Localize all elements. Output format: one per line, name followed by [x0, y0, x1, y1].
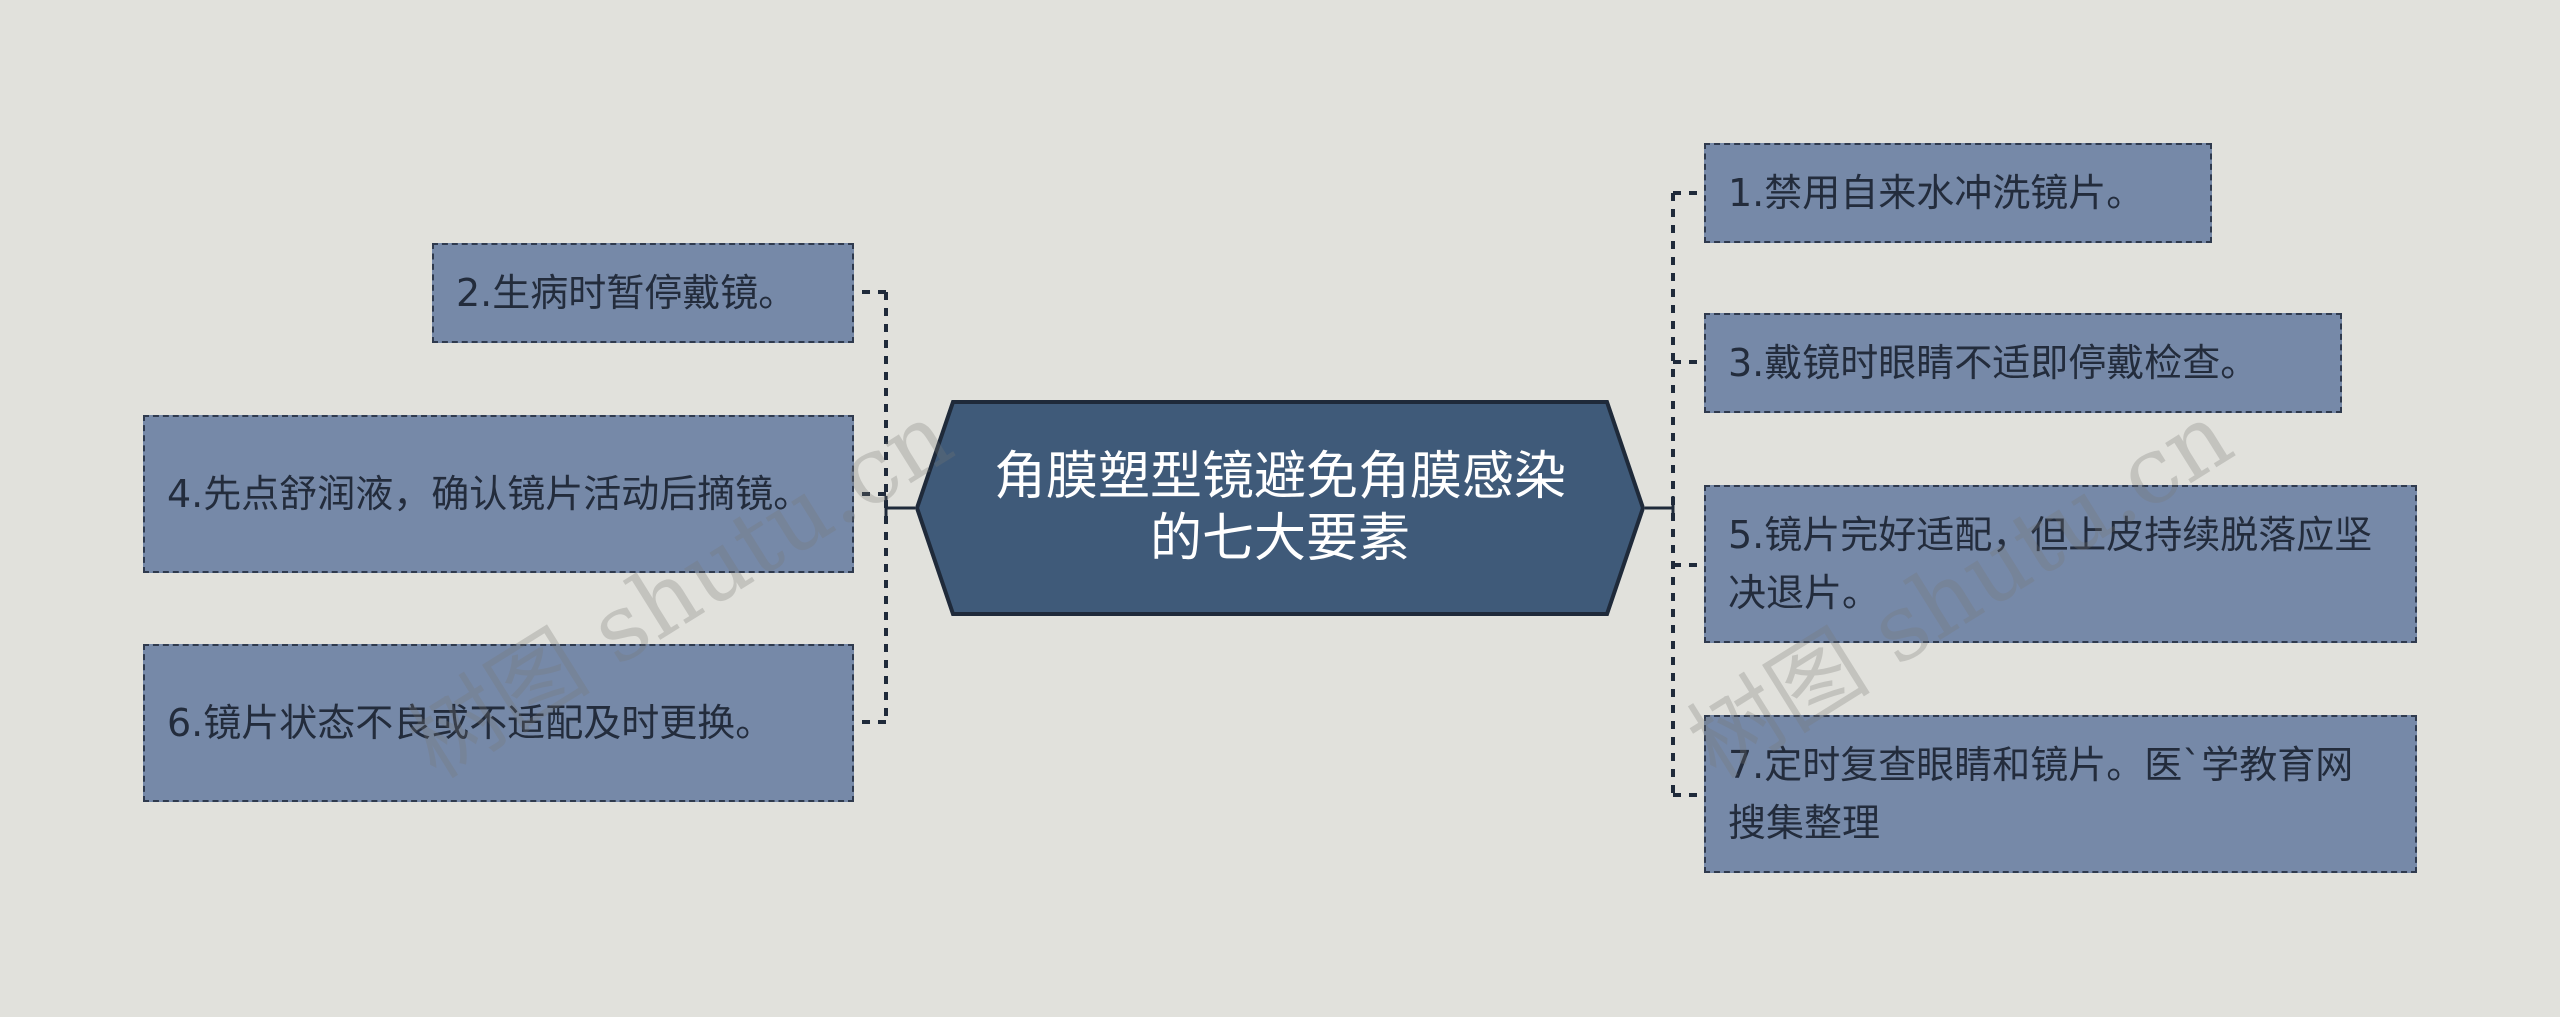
branch-node-5[interactable]: 5.镜片完好适配，但上皮持续脱落应坚决退片。 — [1704, 485, 2417, 643]
branch-node-7-label: 7.定时复查眼睛和镜片。医`学教育网搜集整理 — [1728, 743, 2354, 845]
branch-node-4[interactable]: 4.先点舒润液，确认镜片活动后摘镜。 — [143, 415, 854, 573]
center-node-title: 角膜塑型镜避免角膜感染的七大要素 — [993, 447, 1566, 569]
center-node-shape — [915, 400, 1645, 616]
branch-node-1-label: 1.禁用自来水冲洗镜片。 — [1728, 171, 2145, 215]
branch-node-6[interactable]: 6.镜片状态不良或不适配及时更换。 — [143, 644, 854, 802]
center-node[interactable]: 角膜塑型镜避免角膜感染的七大要素 — [915, 400, 1645, 616]
branch-node-2-label: 2.生病时暂停戴镜。 — [456, 271, 797, 315]
branch-node-1[interactable]: 1.禁用自来水冲洗镜片。 — [1704, 143, 2212, 243]
branch-node-3-label: 3.戴镜时眼睛不适即停戴检查。 — [1728, 341, 2259, 385]
branch-node-6-label: 6.镜片状态不良或不适配及时更换。 — [167, 701, 774, 745]
branch-node-7[interactable]: 7.定时复查眼睛和镜片。医`学教育网搜集整理 — [1704, 715, 2417, 873]
branch-node-3[interactable]: 3.戴镜时眼睛不适即停戴检查。 — [1704, 313, 2342, 413]
branch-node-5-label: 5.镜片完好适配，但上皮持续脱落应坚决退片。 — [1728, 513, 2373, 615]
branch-node-2[interactable]: 2.生病时暂停戴镜。 — [432, 243, 854, 343]
branch-node-4-label: 4.先点舒润液，确认镜片活动后摘镜。 — [167, 472, 812, 516]
